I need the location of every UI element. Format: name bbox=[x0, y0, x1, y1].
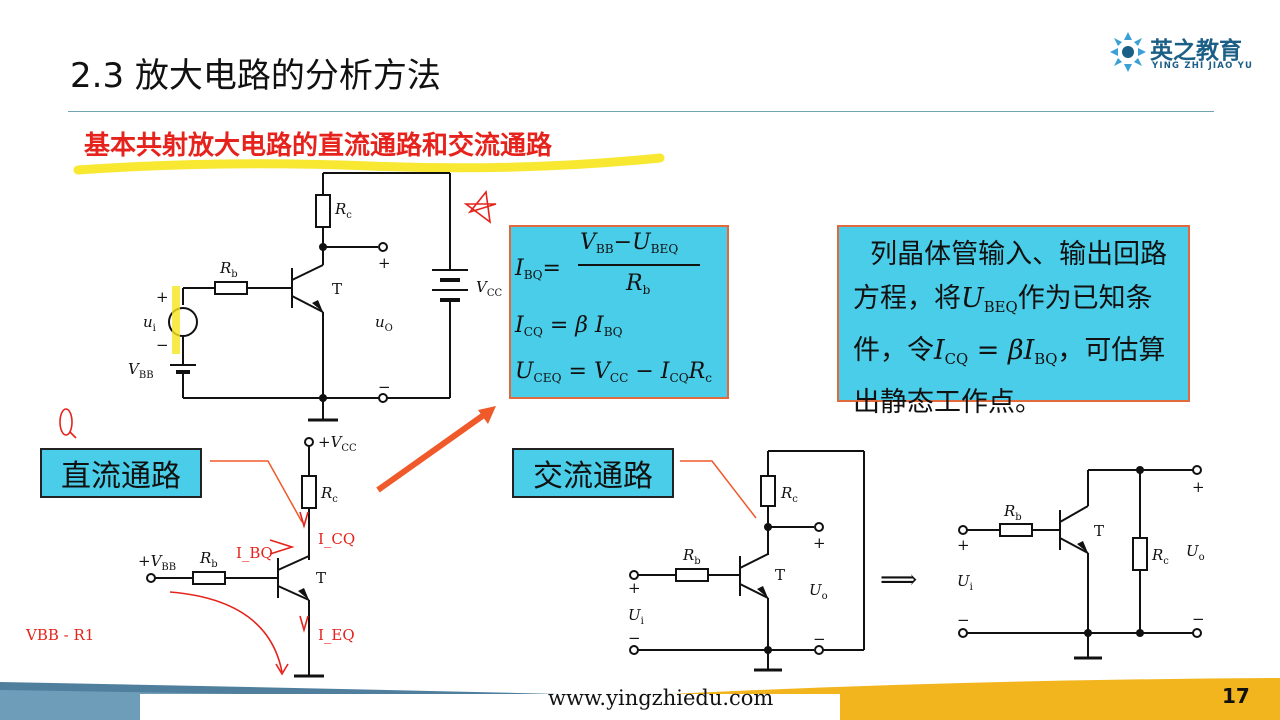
hand-ibq: I_BQ bbox=[236, 544, 273, 562]
logo-pinyin: YING ZHI JIAO YU bbox=[1152, 61, 1254, 71]
top-vbb-label: VBB bbox=[128, 360, 154, 381]
title-divider bbox=[68, 111, 1214, 112]
top-vcc-label: VCC bbox=[476, 278, 502, 299]
description-box bbox=[837, 225, 1190, 402]
formula-ibq-numerator: VBB−UBEQ bbox=[580, 230, 679, 257]
ac2-out-plus: + bbox=[1192, 478, 1205, 496]
slide-title: 2.3 放大电路的分析方法 bbox=[70, 56, 441, 96]
ac2-in-minus: − bbox=[957, 611, 970, 629]
ac1-ui-label: Ui bbox=[628, 606, 644, 627]
ac-path-label: 交流通路 bbox=[512, 448, 674, 498]
ac2-rb-label: Rb bbox=[1003, 502, 1022, 523]
formula-icq: ICQ = β IBQ bbox=[515, 313, 623, 340]
formula-ibq-denominator: Rb bbox=[626, 271, 651, 298]
top-uo-label: uO bbox=[375, 313, 393, 334]
dc-rb-label: Rb bbox=[199, 549, 218, 570]
ac2-uo-label: Uo bbox=[1186, 542, 1205, 563]
formula-uceq: UCEQ = VCC − ICQRc bbox=[515, 359, 713, 386]
hand-icq: I_CQ bbox=[318, 530, 355, 548]
top-in-minus: − bbox=[156, 336, 169, 354]
top-in-plus: + bbox=[156, 288, 169, 306]
highlight-stroke bbox=[73, 153, 665, 175]
ac1-uo-label: Uo bbox=[809, 581, 828, 602]
ac1-rb-label: Rb bbox=[682, 546, 701, 567]
top-out-plus: + bbox=[378, 254, 391, 272]
logo-name: 英之教育 bbox=[1150, 38, 1242, 64]
description-text: 列晶体管输入、输出回路方程，将UBEQ作为已知条件，令ICQ = βIBQ，可估… bbox=[853, 239, 1168, 419]
hand-ieq: I_EQ bbox=[318, 626, 355, 644]
dc-vcc-label: +VCC bbox=[318, 433, 357, 454]
top-out-minus: − bbox=[378, 378, 391, 396]
dc-transistor-label: T bbox=[316, 569, 326, 587]
ac2-out-minus: − bbox=[1192, 610, 1205, 628]
section-subtitle: 基本共射放大电路的直流通路和交流通路 bbox=[84, 131, 553, 161]
ac2-in-plus: + bbox=[957, 536, 970, 554]
footer-url[interactable]: www.yingzhiedu.com bbox=[548, 686, 774, 710]
top-rc-label: Rc bbox=[334, 200, 352, 221]
logo-icon bbox=[1110, 32, 1146, 72]
top-ui-label: ui bbox=[143, 313, 156, 334]
dc-path-label: 直流通路 bbox=[40, 448, 202, 498]
dc-vbb-label: +VBB bbox=[138, 552, 176, 573]
ac2-rc-label: Rc bbox=[1151, 546, 1169, 567]
ac1-out-minus: − bbox=[813, 630, 826, 648]
ac2-ui-label: Ui bbox=[957, 572, 973, 593]
formula-ibq-left: IBQ= bbox=[515, 256, 561, 283]
ac1-out-plus: + bbox=[813, 534, 826, 552]
dc-rc-label: Rc bbox=[320, 484, 338, 505]
ac1-in-minus: − bbox=[628, 629, 641, 647]
footer-band bbox=[0, 678, 1280, 720]
ac2-transistor-label: T bbox=[1094, 522, 1104, 540]
ac1-rc-label: Rc bbox=[780, 484, 798, 505]
page-number: 17 bbox=[1222, 684, 1250, 708]
fraction-bar bbox=[578, 264, 700, 266]
top-transistor-label: T bbox=[332, 280, 342, 298]
hand-vbb: VBB - R1 bbox=[25, 626, 94, 644]
top-rb-label: Rb bbox=[219, 259, 238, 280]
equivalent-arrow: ⟹ bbox=[880, 565, 917, 595]
ac1-in-plus: + bbox=[628, 579, 641, 597]
ac1-transistor-label: T bbox=[775, 566, 785, 584]
formula-box bbox=[509, 225, 729, 399]
